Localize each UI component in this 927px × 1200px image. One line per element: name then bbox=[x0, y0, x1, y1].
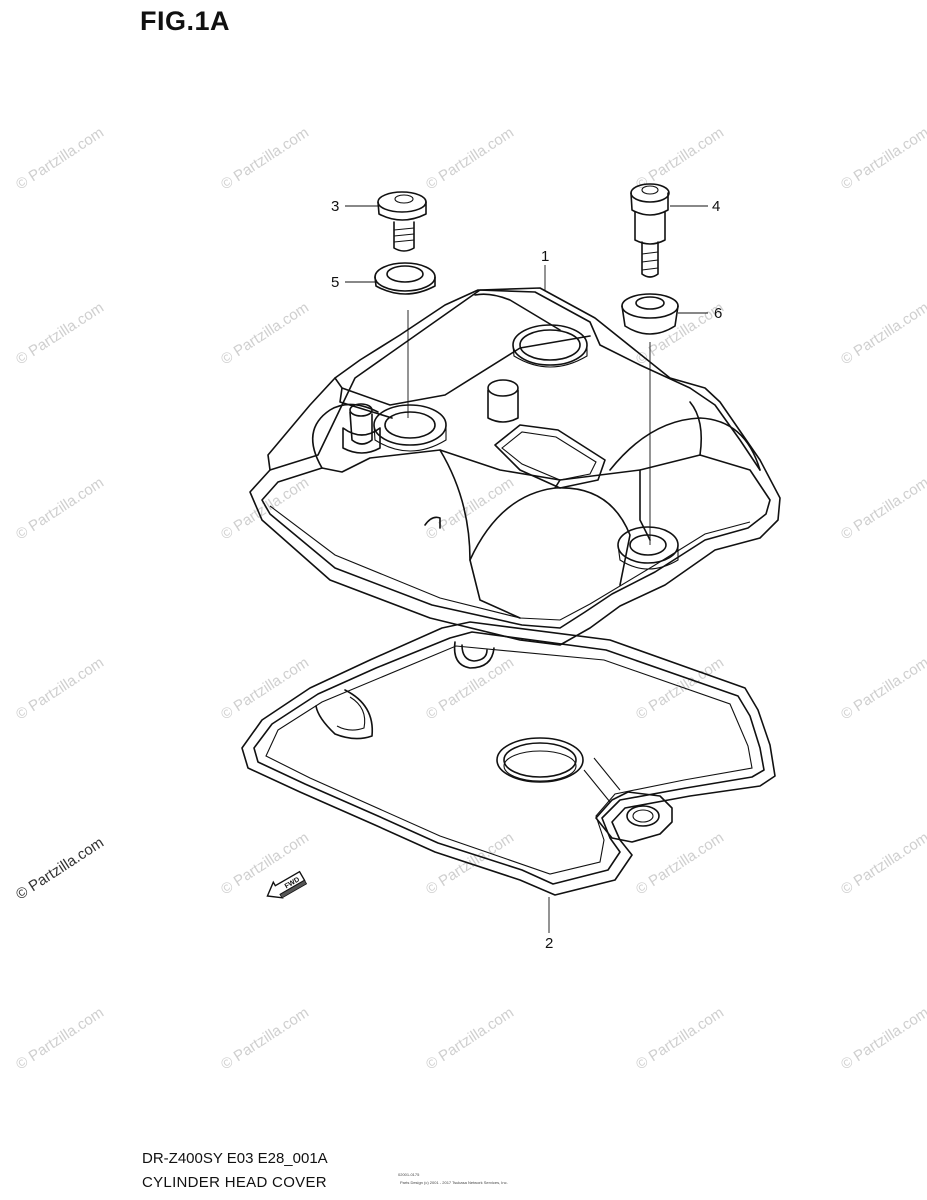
watermark: © Partzilla.com bbox=[13, 654, 107, 723]
watermark: © Partzilla.com bbox=[218, 299, 312, 368]
watermark: © Partzilla.com bbox=[633, 1004, 727, 1073]
watermark: © Partzilla.com bbox=[218, 1004, 312, 1073]
callout-4: 4 bbox=[712, 198, 720, 215]
callout-labels: 3 5 1 4 6 2 bbox=[331, 198, 722, 952]
washer-part-5 bbox=[374, 262, 436, 295]
watermark: © Partzilla.com bbox=[838, 474, 927, 543]
watermark: © Partzilla.com bbox=[423, 124, 517, 193]
watermark: © Partzilla.com bbox=[838, 299, 927, 368]
gasket-part-2 bbox=[241, 621, 776, 896]
watermark: © Partzilla.com bbox=[633, 124, 727, 193]
leader-lines bbox=[345, 205, 708, 933]
watermark: © Partzilla.com bbox=[838, 654, 927, 723]
watermark: © Partzilla.com bbox=[838, 1004, 927, 1073]
watermark: © Partzilla.com bbox=[13, 834, 107, 903]
watermark: © Partzilla.com bbox=[838, 829, 927, 898]
watermark: © Partzilla.com bbox=[423, 474, 517, 543]
model-code: DR-Z400SY E03 E28_001A bbox=[142, 1150, 328, 1167]
watermark: © Partzilla.com bbox=[13, 474, 107, 543]
callout-1: 1 bbox=[541, 248, 549, 265]
callout-6: 6 bbox=[714, 305, 722, 322]
watermark: © Partzilla.com bbox=[13, 124, 107, 193]
watermark: © Partzilla.com bbox=[838, 124, 927, 193]
figure-title: FIG.1A bbox=[140, 6, 231, 36]
watermark: © Partzilla.com bbox=[423, 1004, 517, 1073]
footer-ref-code: 02001-0175 bbox=[398, 1172, 420, 1177]
callout-5: 5 bbox=[331, 274, 339, 291]
bolt-part-3 bbox=[377, 191, 427, 252]
watermark: © Partzilla.com bbox=[13, 299, 107, 368]
watermark-layer: © Partzilla.com © Partzilla.com © Partzi… bbox=[13, 124, 927, 1073]
callout-3: 3 bbox=[331, 198, 339, 215]
fwd-arrow-icon: FWD bbox=[266, 870, 308, 899]
bolt-part-4 bbox=[630, 183, 670, 278]
watermark: © Partzilla.com bbox=[13, 1004, 107, 1073]
cylinder-head-cover-part-1 bbox=[249, 287, 781, 646]
footer-copyright: Parts Design (c) 2001 - 2017 Tsukasa Net… bbox=[400, 1180, 508, 1185]
sheet-title: CYLINDER HEAD COVER bbox=[142, 1174, 327, 1191]
watermark: © Partzilla.com bbox=[423, 654, 517, 723]
grommet-part-6 bbox=[621, 293, 679, 335]
watermark: © Partzilla.com bbox=[633, 829, 727, 898]
watermark: © Partzilla.com bbox=[218, 474, 312, 543]
watermark: © Partzilla.com bbox=[218, 654, 312, 723]
watermark: © Partzilla.com bbox=[218, 124, 312, 193]
callout-2: 2 bbox=[545, 935, 553, 952]
